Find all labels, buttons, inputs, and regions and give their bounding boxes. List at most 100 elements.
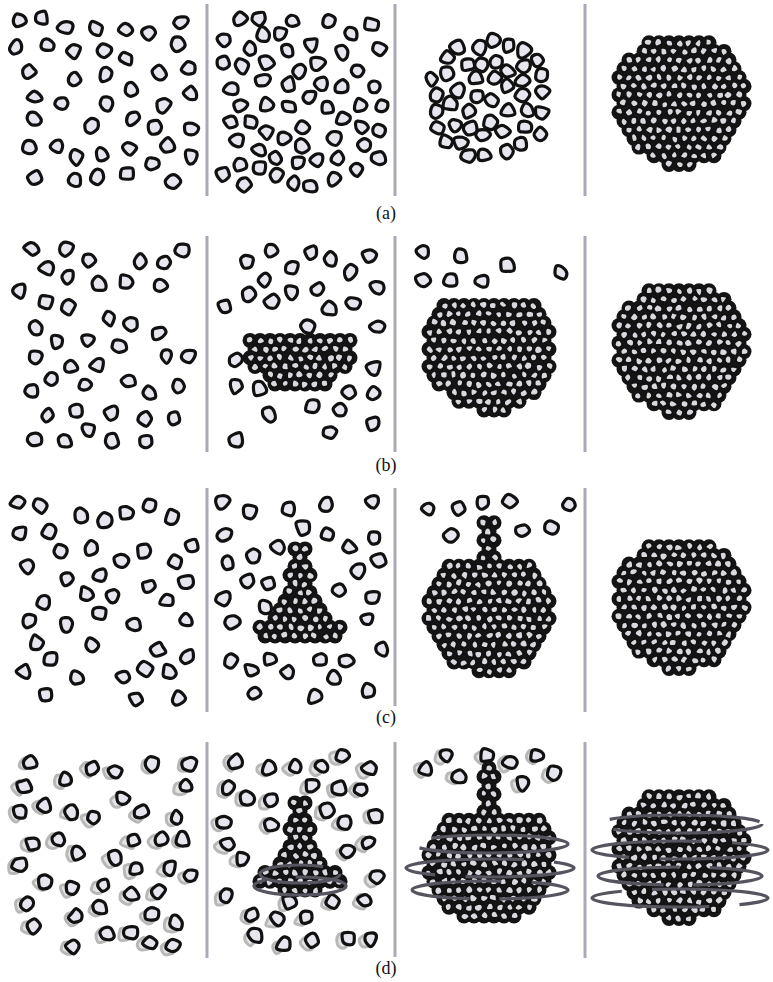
aggregate-particle <box>479 301 487 308</box>
particle <box>66 45 80 59</box>
aggregate-particle <box>646 392 652 400</box>
particle <box>185 150 197 164</box>
aggregate-particle <box>694 57 701 65</box>
aggregate-particle <box>736 595 743 602</box>
particle <box>536 68 548 81</box>
particle <box>354 98 367 111</box>
particle <box>502 495 517 508</box>
particle <box>443 274 456 286</box>
aggregate-particle <box>516 345 522 352</box>
aggregate-particle <box>676 339 684 346</box>
aggregate-particle <box>519 658 527 665</box>
aggregate-particle <box>430 337 437 344</box>
aggregate-particle <box>641 366 648 374</box>
aggregate-particle <box>644 357 652 364</box>
aggregate-particle <box>621 365 628 373</box>
aggregate-particle <box>271 362 279 370</box>
particle <box>306 400 320 413</box>
aggregate-particle <box>450 338 458 344</box>
aggregate-particle <box>459 371 466 379</box>
aggregate-particle <box>650 82 658 89</box>
particle <box>327 671 340 685</box>
aggregate-particle <box>298 356 305 363</box>
aggregate-particle <box>666 374 674 380</box>
particle <box>118 23 132 35</box>
aggregate-particle <box>730 99 737 106</box>
aggregate-particle <box>635 595 641 602</box>
aggregate-particle <box>692 365 698 372</box>
aggregate-particle <box>455 399 462 405</box>
aggregate-particle <box>426 330 433 337</box>
aggregate-particle <box>480 537 486 543</box>
aggregate-particle <box>675 304 683 311</box>
aggregate-particle <box>645 375 652 382</box>
aggregate-particle <box>720 552 726 560</box>
aggregate-particle <box>710 65 717 72</box>
aggregate-particle <box>292 380 299 388</box>
particle <box>308 689 321 703</box>
particle <box>286 262 299 274</box>
aggregate-particle <box>736 579 742 585</box>
particle <box>82 335 94 346</box>
aggregate-particle <box>451 370 457 378</box>
aggregate-particle <box>640 587 647 593</box>
particle <box>282 101 295 111</box>
aggregate-particle <box>535 380 542 387</box>
particle <box>440 51 454 64</box>
aggregate-particle <box>691 314 697 321</box>
aggregate-particle <box>531 606 537 614</box>
particle <box>70 404 83 417</box>
particle <box>501 144 514 158</box>
aggregate-particle <box>491 624 498 631</box>
aggregate-particle <box>685 39 692 47</box>
particle <box>20 560 33 574</box>
aggregate-particle <box>464 311 471 318</box>
particle <box>282 44 293 57</box>
particle <box>10 496 25 508</box>
aggregate-particle <box>435 347 443 353</box>
aggregate-particle <box>301 545 309 552</box>
aggregate-particle <box>292 597 298 604</box>
aggregate-particle <box>735 322 742 329</box>
particle <box>173 379 185 393</box>
particle <box>129 693 142 706</box>
aggregate-particle <box>676 126 682 134</box>
aggregate-particle <box>634 613 641 620</box>
aggregate <box>422 515 557 678</box>
aggregate-particle <box>451 388 457 396</box>
aggregate-particle <box>686 560 693 566</box>
particle <box>518 43 532 58</box>
particle <box>127 112 140 125</box>
particle <box>362 250 376 263</box>
aggregate-particle <box>621 348 628 355</box>
aggregate-particle <box>655 375 662 383</box>
aggregate-particle <box>696 74 703 81</box>
aggregate-particle <box>706 74 712 81</box>
aggregate-particle <box>537 615 543 622</box>
particle <box>293 64 306 78</box>
aggregate-particle <box>492 406 498 414</box>
aggregate-particle <box>645 595 652 602</box>
particle <box>242 287 255 302</box>
particle <box>328 172 341 186</box>
aggregate-particle <box>494 381 502 387</box>
aggregate-particle <box>435 633 443 640</box>
particle <box>216 168 229 182</box>
particle <box>58 435 71 447</box>
aggregate-particle <box>509 336 516 343</box>
aggregate-particle <box>481 406 488 413</box>
aggregate-particle <box>311 346 319 353</box>
aggregate-particle <box>516 649 524 657</box>
particle <box>449 120 461 132</box>
aggregate-particle <box>495 597 503 604</box>
particle <box>138 412 152 427</box>
aggregate-particle <box>626 56 633 63</box>
aggregate-particle <box>670 604 678 612</box>
aggregate-particle <box>686 73 693 80</box>
aggregate-particle <box>741 604 749 612</box>
aggregate-particle <box>520 301 527 308</box>
aggregate-particle <box>730 587 737 594</box>
aggregate-particle <box>287 337 294 344</box>
aggregate-particle <box>650 297 656 304</box>
aggregate-particle <box>520 623 527 630</box>
